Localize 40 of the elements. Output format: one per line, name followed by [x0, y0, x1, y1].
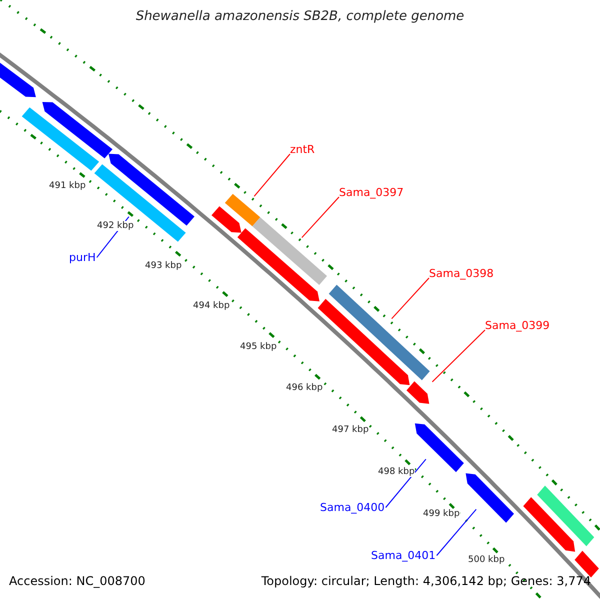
- gene-segment: [212, 206, 242, 233]
- gene-segment: [523, 497, 576, 552]
- leader-line: [301, 196, 340, 238]
- leader-line: [432, 330, 486, 382]
- scale-label: 494 kbp: [193, 301, 230, 311]
- leader-line: [254, 154, 290, 197]
- gene-segment: [406, 381, 430, 404]
- gene-label: Sama_0399: [485, 319, 550, 332]
- scale-label: 500 kbp: [468, 555, 505, 565]
- gene-segment: [328, 284, 430, 380]
- leader-line: [436, 508, 477, 556]
- scale-label: 495 kbp: [240, 342, 277, 352]
- gene-segment: [224, 194, 260, 226]
- scale-label: 498 kbp: [378, 467, 415, 477]
- diagram-title: Shewanella amazonensis SB2B, complete genome: [134, 9, 466, 24]
- gene-segment: [414, 423, 464, 472]
- gene-segment: [574, 550, 599, 578]
- gene-label: Sama_0397: [339, 186, 404, 199]
- accession-text: Accession: NC_008700: [9, 574, 146, 588]
- gene-label: zntR: [290, 143, 315, 156]
- leader-line: [391, 278, 430, 320]
- scale-label: 497 kbp: [332, 425, 369, 435]
- scale-label: 492 kbp: [97, 221, 134, 231]
- gene-segment: [466, 473, 514, 523]
- gene-segment: [237, 228, 320, 302]
- genome-info-text: Topology: circular; Length: 4,306,142 bp; Genes: 3,774: [261, 574, 591, 588]
- scale-label: 496 kbp: [286, 383, 323, 393]
- gene-segment: [537, 486, 594, 546]
- gene-label: purH: [69, 251, 96, 264]
- gene-segment: [22, 107, 100, 171]
- scale-label: 499 kbp: [423, 509, 460, 519]
- scale-label: 491 kbp: [49, 181, 86, 191]
- gene-label: Sama_0401: [371, 549, 436, 562]
- gene-segment: [252, 217, 327, 285]
- gene-label: Sama_0400: [320, 501, 385, 514]
- gene-segment: [94, 164, 186, 242]
- gene-label: Sama_0398: [429, 267, 494, 280]
- gene-segment: [42, 102, 112, 158]
- scale-label: 493 kbp: [145, 261, 182, 271]
- leader-line: [385, 458, 426, 508]
